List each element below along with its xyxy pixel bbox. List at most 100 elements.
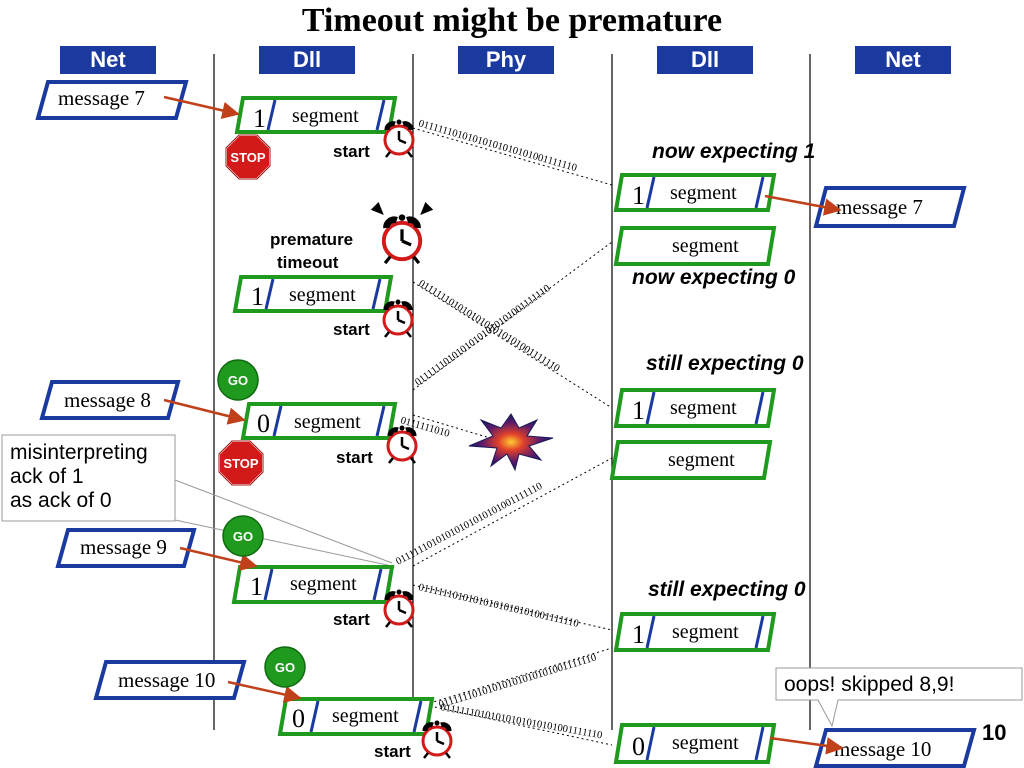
receiver-ack-segment-2: segment [668, 449, 735, 471]
ack-line-1 [412, 241, 613, 391]
receiver-segment-4: segment [672, 732, 739, 754]
receiver-frame-4: 0 segment [613, 723, 777, 764]
svg-text:GO: GO [233, 529, 253, 544]
start-label: start [333, 320, 370, 339]
svg-text:STOP: STOP [223, 456, 258, 471]
misinterpret-line-2: ack of 1 [10, 465, 84, 488]
message-10-label: message 10 [118, 668, 215, 692]
go-sign-icon: GO [264, 646, 306, 688]
alarm-clock-icon [370, 202, 434, 263]
header-phy: Phy [458, 46, 554, 74]
receiver-frame-1: 1 segment [613, 173, 777, 212]
stop-sign-icon: STOP [225, 134, 271, 180]
svg-text:STOP: STOP [230, 150, 265, 165]
sender-seq-3: 0 [257, 409, 270, 438]
header-dll-left: Dll [259, 46, 355, 74]
misinterpret-line-1: misinterpreting [10, 441, 148, 464]
alarm-clock-icon [423, 721, 451, 759]
go-sign-icon: GO [217, 359, 259, 401]
oops-callout: oops! skipped 8,9! [775, 667, 1023, 728]
start-label: start [333, 142, 370, 161]
message-8-label: message 8 [64, 388, 151, 412]
oops-label: oops! skipped 8,9! [784, 673, 954, 696]
message-7-right-label: message 7 [836, 195, 923, 219]
tx-line-1 [412, 127, 613, 186]
misinterpret-note: misinterpreting ack of 1 as ack of 0 [1, 434, 176, 522]
message-box-9-left: message 9 [55, 528, 197, 568]
receiver-ack-frame-2: segment [609, 440, 773, 480]
timeout-label: timeout [277, 253, 339, 272]
go-sign-icon: GO [222, 515, 264, 557]
arrow-m8-to-frame [163, 398, 246, 425]
arrow-m10-to-frame [227, 680, 302, 704]
svg-text:GO: GO [275, 660, 295, 675]
tx-line-lost [412, 414, 491, 439]
message-10-right-label: message 10 [834, 737, 931, 761]
message-box-7-right: message 7 [813, 186, 967, 228]
sender-segment-5: segment [332, 705, 399, 727]
start-label: start [336, 448, 373, 467]
note-pointer-2 [174, 519, 393, 567]
explosion-icon [468, 413, 554, 472]
expecting-label-3: still expecting 0 [646, 352, 804, 375]
sender-seq-1: 1 [253, 104, 266, 133]
tx-line-2 [412, 281, 613, 409]
receiver-ack-segment-1: segment [672, 235, 739, 257]
receiver-segment-2: segment [670, 397, 737, 419]
sender-segment-3: segment [294, 411, 361, 433]
page-number: 10 [982, 720, 1007, 745]
premature-label: premature [270, 230, 353, 249]
tx-line-3 [412, 584, 613, 631]
expecting-label-4: still expecting 0 [648, 578, 806, 601]
sender-seq-2: 1 [251, 282, 264, 311]
alarm-clock-icon [384, 300, 412, 338]
misinterpret-line-3: as ack of 0 [10, 489, 112, 512]
sender-frame-4: 1 segment [231, 565, 395, 604]
stop-sign-icon: STOP [218, 440, 264, 486]
start-label: start [374, 742, 411, 761]
receiver-seq-1: 1 [632, 181, 645, 210]
message-box-10-right: message 10 [813, 728, 977, 768]
receiver-segment-1: segment [670, 182, 737, 204]
sender-segment-4: segment [290, 573, 357, 595]
receiver-seq-4: 0 [632, 732, 645, 761]
arrow-m9-to-frame [179, 546, 258, 571]
header-net-right: Net [855, 46, 951, 74]
bits-8: 01111110101010101010101001111110 [439, 702, 603, 741]
sender-frame-1: 1 segment [234, 96, 398, 134]
sender-seq-4: 1 [250, 572, 263, 601]
alarm-clock-icon [388, 426, 416, 464]
sender-frame-5: 0 segment [277, 697, 435, 736]
sender-segment-2: segment [289, 284, 356, 306]
svg-text:GO: GO [228, 373, 248, 388]
expecting-label-2: now expecting 0 [632, 266, 796, 289]
receiver-seq-2: 1 [632, 396, 645, 425]
bits-6: 01111110101010101010101001111110 [417, 582, 579, 630]
arrow-frame-to-m10 [769, 736, 844, 755]
message-box-7-left: message 7 [35, 80, 189, 120]
receiver-frame-2: 1 segment [613, 388, 777, 428]
arrow-frame-to-m7 [764, 194, 842, 216]
expecting-label-1: now expecting 1 [652, 140, 815, 163]
bits-5: 01111110101010101010101001111110 [394, 481, 544, 568]
start-label: start [333, 610, 370, 629]
ack-line-2 [412, 457, 613, 567]
message-box-8-left: message 8 [39, 380, 181, 420]
bits-1: 01111110101010101010101001111110 [417, 118, 578, 174]
alarm-clock-icon [385, 120, 413, 158]
alarm-clock-icon [385, 590, 413, 628]
header-net-left: Net [60, 46, 156, 74]
header-dll-right: Dll [657, 46, 753, 74]
receiver-segment-3: segment [672, 621, 739, 643]
message-box-10-left: message 10 [93, 660, 247, 700]
bits-3: 01111110101010101010101001111110 [413, 283, 552, 388]
message-7-label: message 7 [58, 86, 145, 110]
sender-frame-3: 0 segment [240, 402, 398, 440]
tx-line-4 [429, 705, 613, 746]
bits-7: 01111110101010101010101001111110 [438, 652, 598, 711]
arrow-m7-to-frame [163, 95, 240, 120]
page-title: Timeout might be premature [301, 2, 723, 39]
receiver-seq-3: 1 [632, 620, 645, 649]
ack-line-3 [419, 647, 613, 707]
